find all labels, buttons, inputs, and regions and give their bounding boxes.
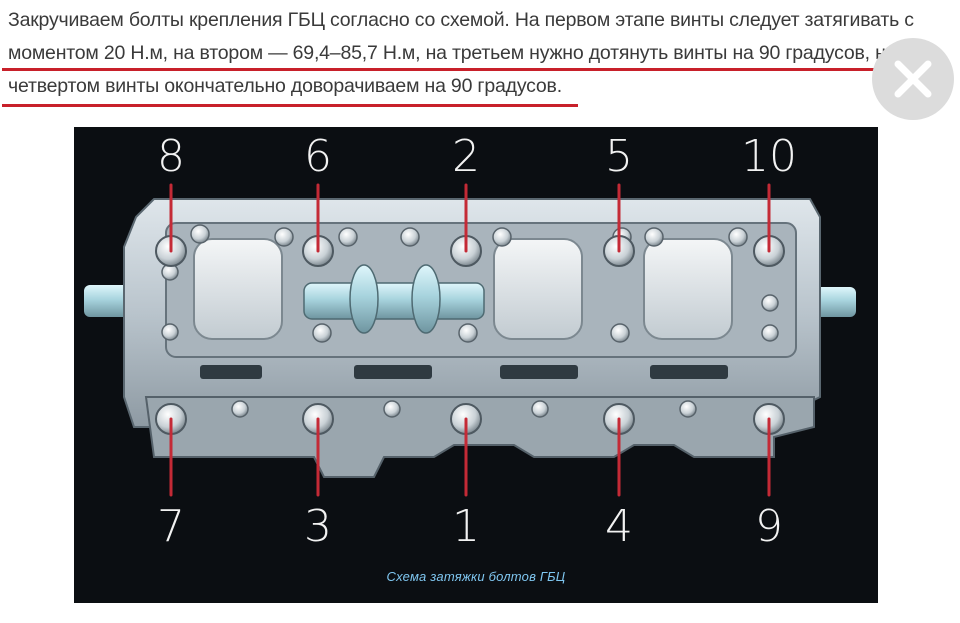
instruction-line-2: моментом 20 Н.м, на втором — 69,4–85,7 Н…: [8, 42, 897, 64]
head-slot: [200, 365, 262, 379]
bearing-cap: [493, 238, 583, 340]
bolt-number-top-2: 6: [304, 131, 332, 182]
instruction-line-1: Закручиваем болты крепления ГБЦ согласно…: [8, 9, 914, 31]
highlight-underline-2: [2, 104, 578, 107]
head-slot: [354, 365, 432, 379]
bolt-number-bottom-1: 7: [157, 501, 185, 552]
cam-lobe: [411, 264, 441, 334]
bolt-number-bottom-3: 1: [452, 501, 480, 552]
diagram-caption: Схема затяжки болтов ГБЦ: [386, 569, 566, 584]
bolt-number-top-1: 8: [157, 131, 185, 182]
bolt-number-bottom-2: 3: [304, 501, 332, 552]
camshaft: [303, 282, 485, 320]
close-icon: [894, 60, 932, 98]
bolt-number-top-5: 10: [741, 131, 797, 182]
cylinder-head-diagram: 8 6 2 5 10 7 3 1 4 9 Схема затяжки болто…: [74, 127, 878, 603]
head-slot: [500, 365, 578, 379]
bolt-pointers: [169, 183, 771, 497]
instruction-text: Закручиваем болты крепления ГБЦ согласно…: [8, 4, 948, 103]
instruction-line-3: четвертом винты окончательно доворачивае…: [8, 75, 562, 97]
close-button[interactable]: [872, 38, 954, 120]
cylinder-head-illustration: [84, 183, 856, 497]
head-slot: [650, 365, 728, 379]
bolt-number-bottom-4: 4: [605, 501, 633, 552]
highlight-underline-1: [2, 68, 948, 71]
bolt-number-top-4: 5: [605, 131, 633, 182]
bearing-cap: [193, 238, 283, 340]
cam-lobe: [349, 264, 379, 334]
bolt-number-bottom-5: 9: [755, 501, 783, 552]
bearing-cap: [643, 238, 733, 340]
camshaft-end-right: [810, 287, 856, 317]
small-nuts: [161, 224, 779, 418]
bolt-number-top-3: 2: [452, 131, 480, 182]
